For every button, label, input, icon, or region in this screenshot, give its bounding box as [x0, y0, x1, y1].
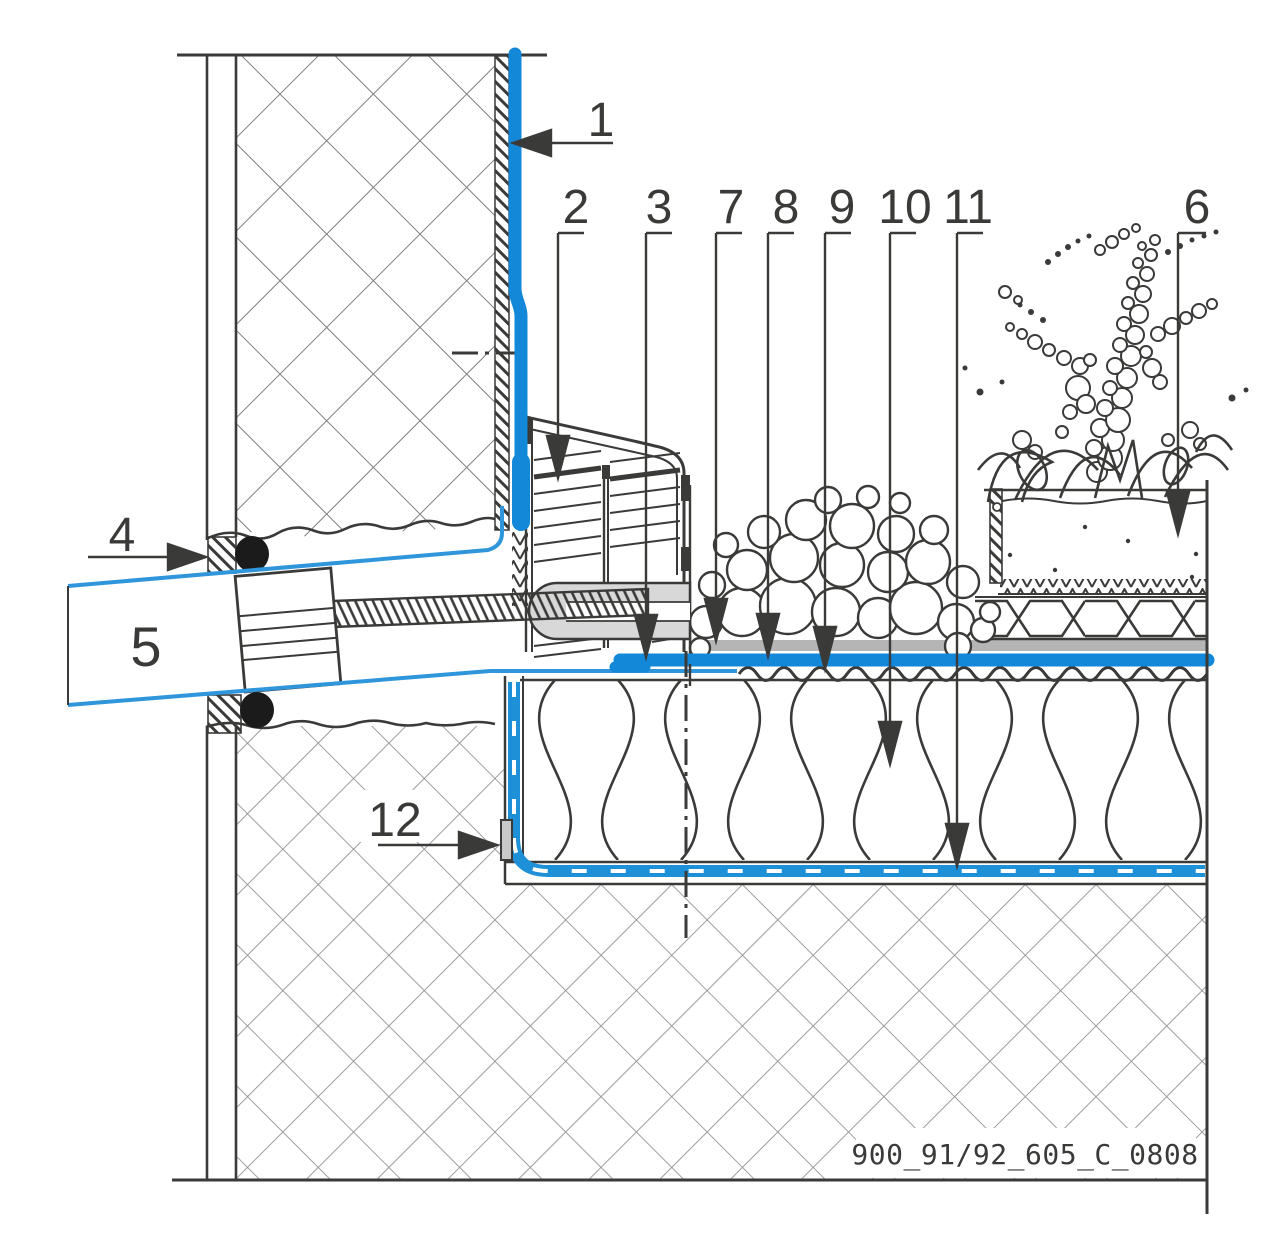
callout-leaders	[88, 128, 1206, 871]
vapor-barrier-dashes	[512, 682, 1205, 873]
callout-10: 10	[878, 181, 931, 234]
arrow-3	[633, 613, 659, 662]
reference-code-background	[856, 1128, 1196, 1178]
arrow-11	[944, 822, 970, 871]
edge-profile-grate	[512, 415, 692, 668]
upper-wall-section	[177, 53, 547, 560]
upper-seal-round-cord	[235, 536, 269, 572]
planter-filter-zigzag	[1000, 579, 1207, 594]
roof-layers	[500, 640, 1209, 886]
soffit-membrane-top	[67, 506, 504, 588]
callout-11: 11	[943, 181, 993, 234]
callout-8: 8	[773, 181, 800, 234]
vegetation-plant	[998, 223, 1218, 483]
waterproofing-membranes	[67, 47, 1215, 707]
callout-1: 1	[588, 94, 615, 147]
arrow-7	[703, 597, 729, 646]
callout-numbers: 1 2 3 7 8 9 10 11 6 4 5 12	[109, 94, 1211, 847]
arrow-4	[166, 542, 210, 572]
anchor-assembly	[233, 566, 650, 694]
lower-seal-backing-hatch	[207, 694, 242, 734]
arrow-6	[1165, 490, 1191, 539]
callout-7: 7	[718, 181, 745, 234]
wall-insulation-hatch	[236, 56, 495, 545]
lower-seal-round-cord	[240, 692, 274, 728]
planter-edge-dot	[992, 502, 1002, 512]
reference-code-text: 900_91/92_605_C_0808	[851, 1138, 1198, 1172]
callout-12: 12	[368, 794, 421, 847]
arrow-2	[545, 434, 571, 483]
gravel-layer	[688, 484, 1002, 661]
arrow-1	[509, 128, 553, 158]
joint-seals	[207, 536, 274, 734]
callout-2: 2	[563, 181, 590, 234]
vegetation-leaves	[976, 434, 1234, 503]
separation-fleece-wavy-line	[737, 666, 1209, 682]
vegetation-dots	[962, 229, 1249, 402]
upper-seal-backing-hatch	[207, 536, 237, 574]
soil-dots	[1007, 524, 1199, 580]
reference-block: 900_91/92_605_C_0808	[851, 1128, 1198, 1178]
arrow-12	[457, 830, 501, 860]
wall-bottom-mask	[204, 521, 497, 560]
soffit-membrane-bottom	[67, 669, 737, 707]
insulation-layer	[524, 680, 1207, 860]
callout-9: 9	[829, 181, 856, 234]
joint-seal-strip	[512, 532, 528, 606]
arrow-8	[755, 612, 781, 661]
wall-membrane	[508, 47, 528, 465]
callout-6: 6	[1184, 181, 1211, 234]
arrow-9	[812, 625, 838, 674]
arrow-10	[877, 720, 903, 769]
fixing-element-12	[500, 819, 513, 861]
callout-4: 4	[109, 509, 136, 562]
wall-adhesive-strip-hatch	[494, 55, 510, 531]
callout-3: 3	[646, 181, 673, 234]
drainage-board-hexagons	[975, 598, 1207, 638]
callout-5: 5	[130, 615, 161, 678]
wall-bottom-wavy-edge	[205, 516, 496, 541]
turnbuckle	[233, 566, 343, 694]
